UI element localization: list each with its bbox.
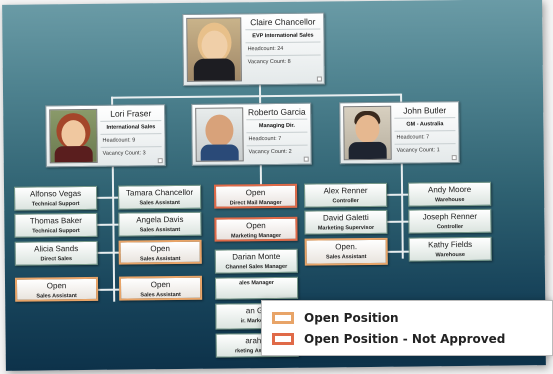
headcount-text: Headcount: 24 [245, 41, 321, 56]
person-title: ales Manager [239, 280, 274, 287]
person-title: Controller [436, 224, 464, 231]
legend-label: Open Position - Not Approved [304, 332, 506, 346]
person-name: Lori Fraser [110, 108, 152, 119]
legend-label: Open Position [304, 311, 399, 325]
headcount-text: Headcount: 7 [246, 131, 308, 146]
vacancy-count-text: Vacancy Count: 3 [100, 146, 162, 160]
person-name: Roberto Garcia [247, 106, 306, 118]
vacancy-count-text: Vacancy Count: 8 [245, 54, 321, 69]
legend-item-open-not-approved: Open Position - Not Approved [272, 332, 505, 346]
person-name: Thomas Baker [29, 216, 82, 226]
person-title: Marketing Manager [230, 232, 282, 240]
person-name: Alicia Sands [34, 244, 79, 254]
open-position-card[interactable]: Open Sales Assistant [14, 276, 99, 302]
connector [97, 288, 122, 291]
person-name: Claire Chancellor [250, 16, 316, 28]
headcount-text: Headcount: 7 [394, 130, 456, 144]
person-title: Sales Assistant [139, 226, 181, 234]
person-title: Marketing Supervisor [317, 224, 375, 232]
person-title: Sales Assistant [140, 291, 181, 299]
person-card-andy-moore[interactable]: Andy Moore Warehouse [407, 181, 492, 207]
person-name: Alfonso Vegas [29, 189, 82, 199]
connector [400, 163, 404, 259]
person-title: Direct Sales [40, 256, 73, 263]
person-title: Technical Support [32, 228, 80, 235]
person-name: Kathy Fields [428, 239, 473, 250]
open-not-approved-swatch-icon [272, 333, 294, 345]
person-card-alex-renner[interactable]: Alex Renner Controller [303, 182, 388, 208]
person-name: Tamara Chancellor [125, 187, 194, 198]
person-card-lori-fraser[interactable]: Lori Fraser International Sales Headcoun… [45, 104, 166, 168]
connector [259, 165, 263, 186]
connector [111, 166, 116, 302]
avatar [49, 108, 98, 164]
person-title: Warehouse [434, 197, 465, 204]
headcount-text: Headcount: 9 [100, 133, 162, 147]
open-position-card[interactable]: Open. Sales Assistant [304, 237, 388, 266]
avatar [186, 17, 242, 82]
connector [96, 223, 121, 226]
person-name: Angela Davis [136, 214, 184, 225]
person-name: Open. [335, 242, 358, 252]
person-title: Sales Assistant [140, 255, 181, 263]
person-name: Open [150, 280, 171, 290]
person-title: Warehouse [435, 252, 465, 259]
person-card-roberto-garcia[interactable]: Roberto Garcia Managing Dir. Headcount: … [191, 102, 312, 166]
person-title: International Sales [100, 120, 162, 134]
connector [111, 93, 402, 99]
person-title: Technical Support [31, 201, 80, 208]
person-title: GM - Australia [394, 117, 456, 131]
connector [386, 220, 411, 223]
person-name: Open [246, 221, 266, 231]
person-card-alicia-sands[interactable]: Alicia Sands Direct Sales [14, 240, 98, 266]
person-card-partial[interactable]: ales Manager [214, 276, 299, 300]
person-title: Sales Assistant [139, 199, 180, 207]
person-name: Darian Monte [232, 251, 281, 262]
open-position-card[interactable]: Open Sales Assistant [118, 275, 203, 301]
expand-icon[interactable] [157, 158, 163, 164]
person-name: Joseph Renner [422, 211, 478, 222]
person-name: Open [150, 244, 170, 254]
person-card-joseph-renner[interactable]: Joseph Renner Controller [408, 208, 492, 234]
open-position-card[interactable]: Open Sales Assistant [118, 239, 202, 265]
person-title: Controller [332, 198, 359, 205]
person-title: Direct Mail Manager [229, 199, 282, 207]
connector [386, 250, 411, 253]
vacancy-count-text: Vacancy Count: 1 [394, 143, 456, 157]
vacancy-count-text: Vacancy Count: 2 [246, 144, 308, 159]
person-title: EVP International Sales [245, 28, 321, 43]
person-card-alfonso-vegas[interactable]: Alfonso Vegas Technical Support [14, 185, 98, 211]
expand-icon[interactable] [451, 155, 457, 161]
person-card-tamara-chancellor[interactable]: Tamara Chancellor Sales Assistant [117, 184, 202, 210]
legend: Open Position Open Position - Not Approv… [261, 300, 553, 356]
avatar [343, 105, 392, 161]
person-title: Channel Sales Manager [225, 263, 288, 271]
connector [96, 196, 121, 199]
person-name: Andy Moore [427, 184, 472, 195]
expand-icon[interactable] [316, 76, 322, 82]
person-name: Alex Renner [323, 186, 368, 196]
person-name: Open [245, 188, 266, 198]
person-name: Open [46, 281, 67, 291]
expand-icon[interactable] [303, 156, 309, 162]
open-position-not-approved-card[interactable]: Open Marketing Manager [214, 216, 298, 242]
open-position-swatch-icon [272, 312, 294, 324]
person-title: Sales Assistant [325, 254, 367, 261]
open-position-not-approved-card[interactable]: Open Direct Mail Manager [213, 183, 298, 209]
person-card-david-galetti[interactable]: David Galetti Marketing Supervisor [304, 209, 388, 235]
person-title: Sales Assistant [36, 293, 77, 300]
person-card-top[interactable]: Claire Chancellor EVP International Sale… [182, 12, 325, 86]
person-card-thomas-baker[interactable]: Thomas Baker Technical Support [14, 212, 98, 238]
person-title: Managing Dir. [246, 118, 308, 133]
avatar [195, 107, 244, 162]
person-card-angela-davis[interactable]: Angela Davis Sales Assistant [118, 211, 202, 237]
person-card-john-butler[interactable]: John Butler GM - Australia Headcount: 7 … [339, 101, 460, 165]
person-card-kathy-fields[interactable]: Kathy Fields Warehouse [408, 236, 492, 262]
person-name: John Butler [403, 105, 447, 116]
person-name: David Galetti [322, 213, 369, 223]
legend-item-open: Open Position [272, 311, 399, 325]
person-card-darian-monte[interactable]: Darian Monte Channel Sales Manager [214, 248, 298, 274]
connector [386, 193, 411, 196]
connector [96, 251, 121, 254]
